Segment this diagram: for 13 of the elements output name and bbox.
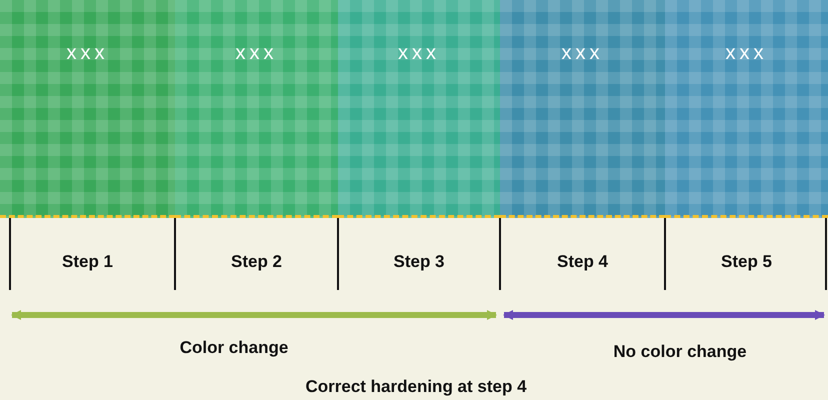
step-label: Step 4 bbox=[556, 252, 610, 272]
range-label: No color change bbox=[613, 342, 747, 362]
range-label: Color change bbox=[180, 338, 288, 358]
step-label: Step 3 bbox=[392, 252, 446, 272]
panel-text: xxx bbox=[724, 42, 768, 65]
step-label: Step 1 bbox=[60, 252, 114, 272]
panel-text: xxx bbox=[234, 42, 278, 65]
panel-text: xxx bbox=[560, 42, 604, 65]
range-label: Correct hardening at step 4 bbox=[305, 377, 527, 397]
step-label: Step 5 bbox=[720, 252, 774, 272]
step-label: Step 2 bbox=[230, 252, 284, 272]
panel-text: xxx bbox=[66, 42, 110, 65]
panel-text: xxx bbox=[397, 42, 441, 65]
